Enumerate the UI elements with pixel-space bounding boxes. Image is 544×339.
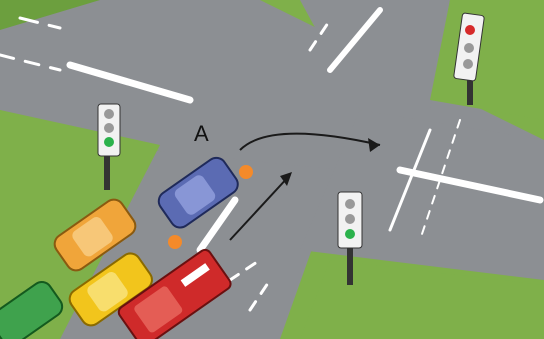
vehicle-label-a: A	[194, 121, 209, 146]
blue-car-indicator-front	[239, 165, 253, 179]
grass-top-right	[430, 0, 544, 120]
blue-car-indicator-rear	[168, 235, 182, 249]
